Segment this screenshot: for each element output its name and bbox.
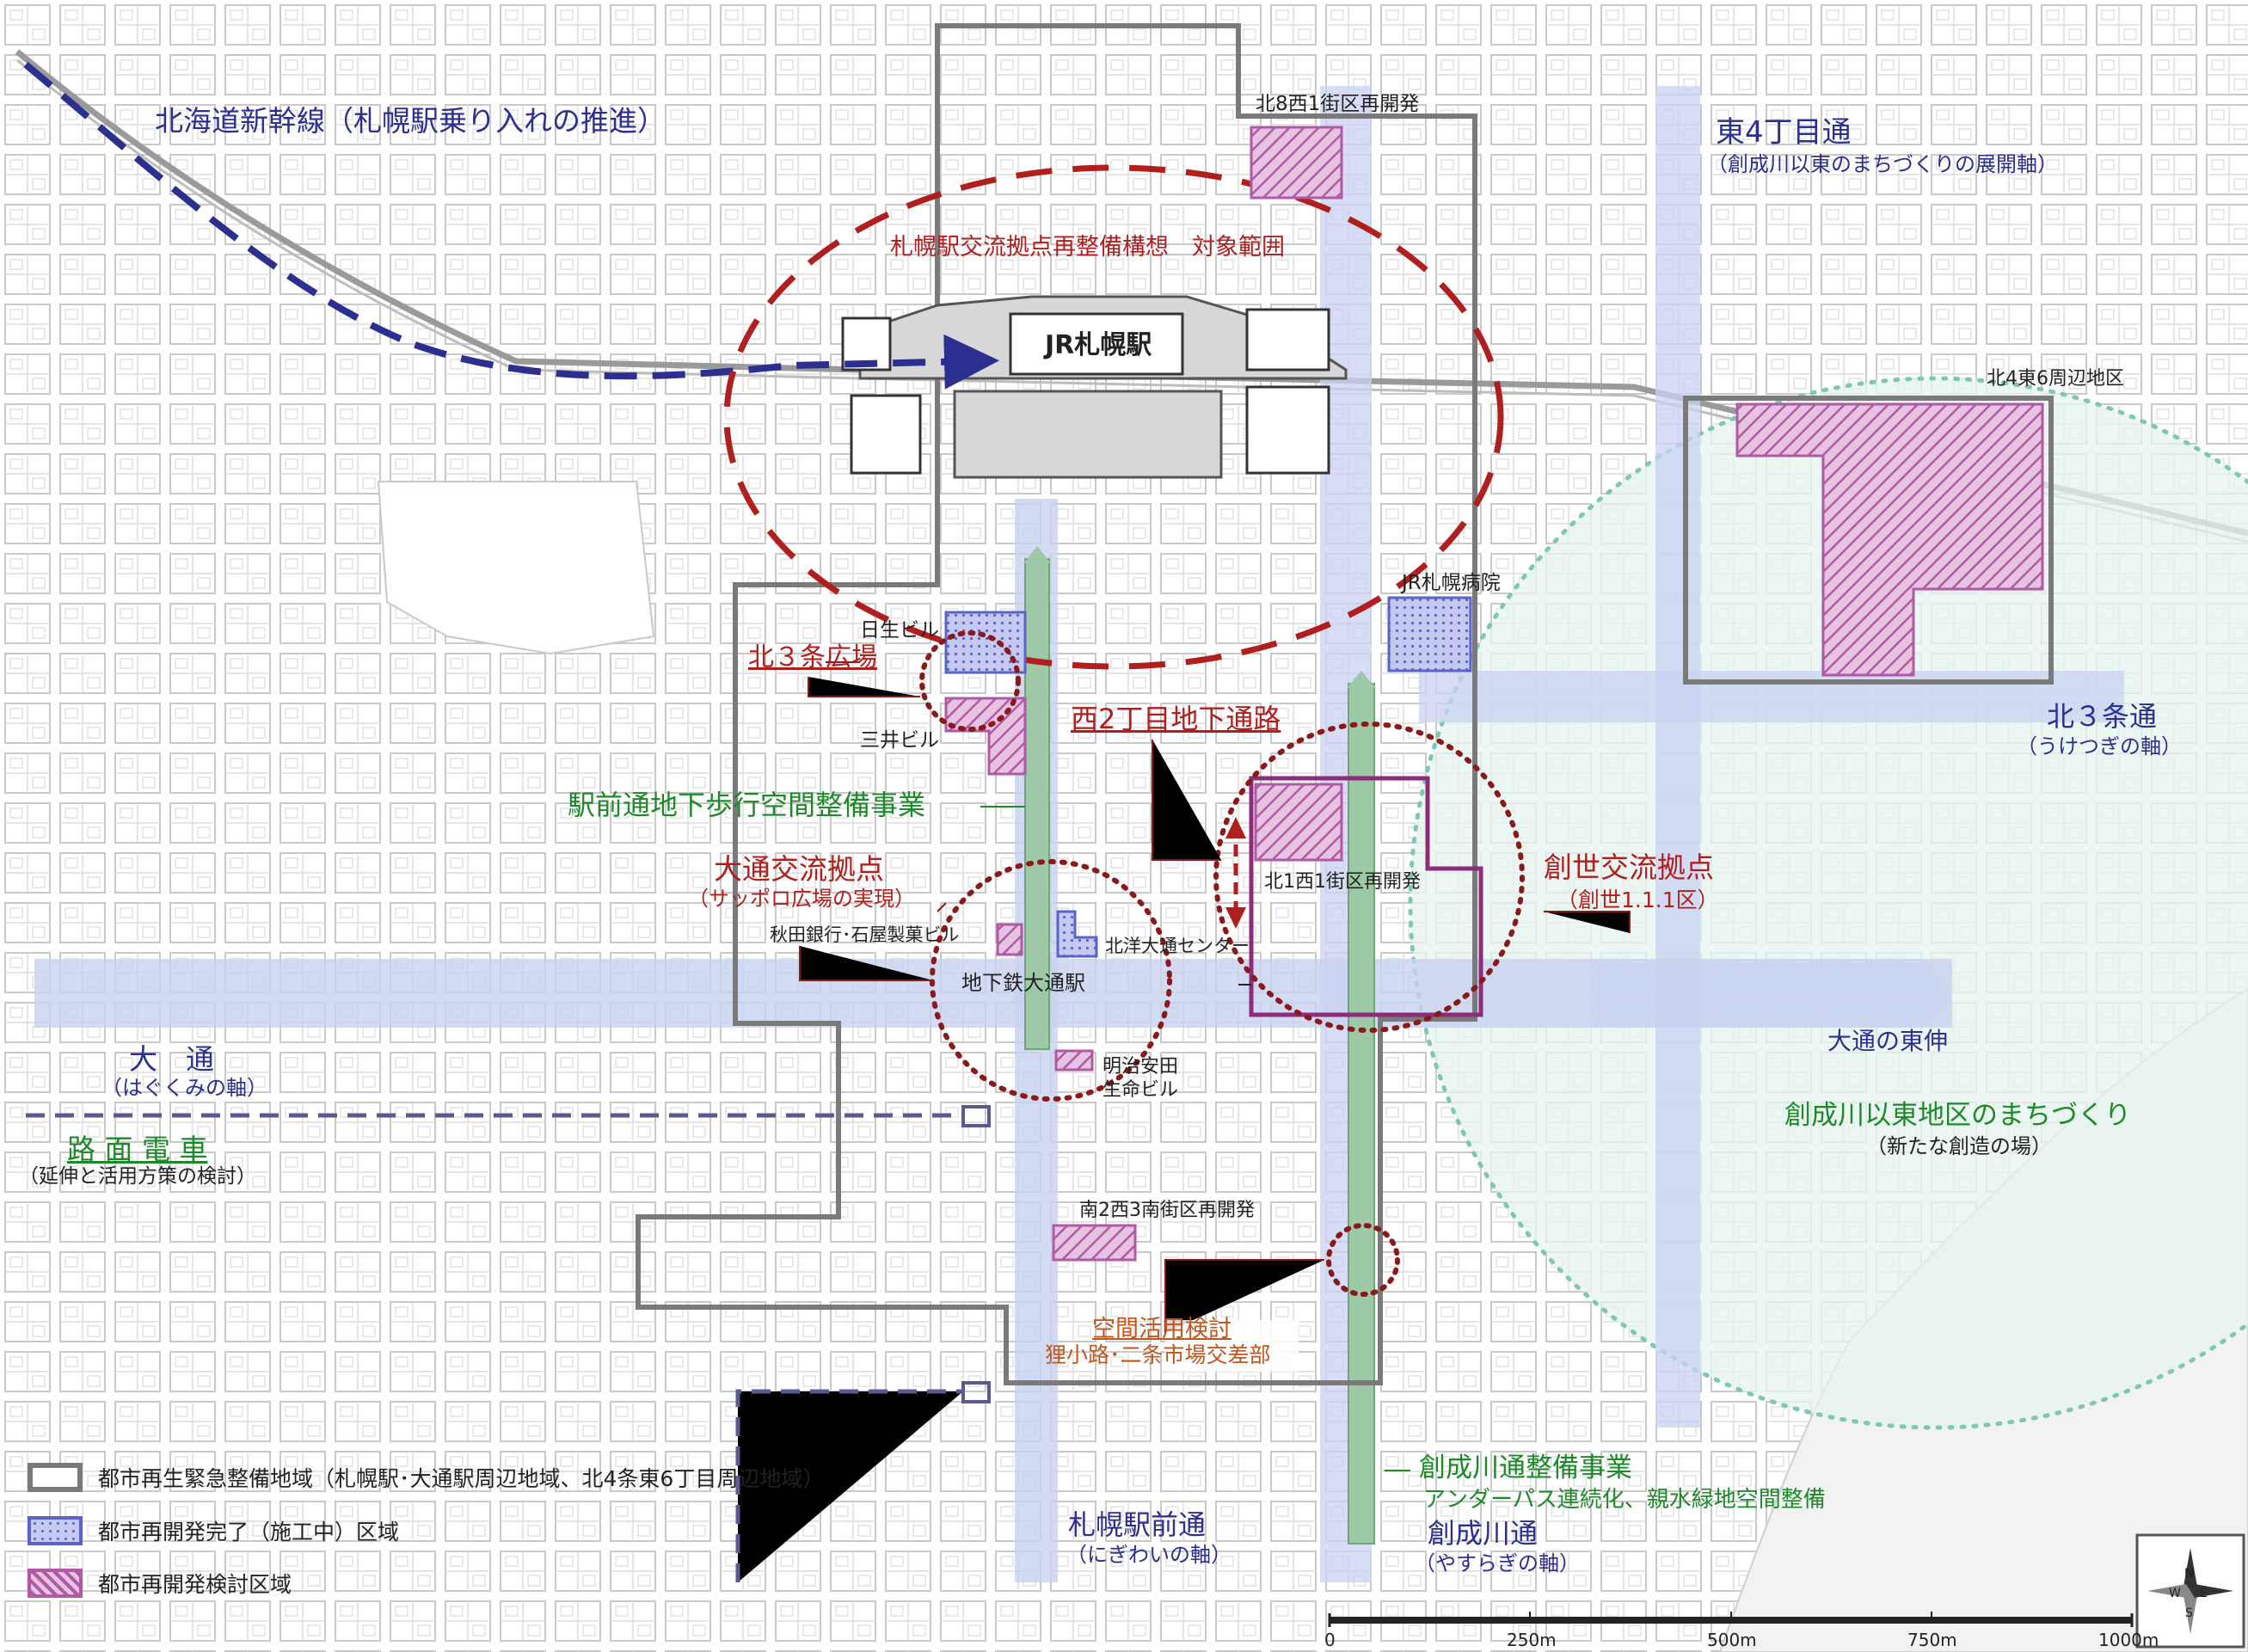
- station-south-complex: [953, 390, 1223, 479]
- akita-building-area: [996, 923, 1023, 956]
- station-scope-label: 札幌駅交流拠点再整備構想 対象範囲: [890, 234, 1285, 261]
- compass-e: E: [2200, 1587, 2208, 1600]
- sosei-hub-sub-label: （創世1.1.1区）: [1557, 887, 1719, 912]
- odori-hub-sub-label: （サッポロ広場の実現）: [688, 887, 915, 911]
- shinkansen-line: [23, 61, 999, 390]
- sosei-street-sub-label: （やすらぎの軸）: [1415, 1551, 1580, 1575]
- ekimae-street-sub-label: （にぎわいの軸）: [1066, 1543, 1231, 1567]
- north8-west1-area: [1250, 126, 1343, 200]
- nissei-label: 日生ビル: [860, 619, 939, 642]
- sosei-hub-circle: [1213, 722, 1525, 1033]
- kita3-street-sub-label: （うけつぎの軸）: [2017, 734, 2182, 758]
- jr-hospital-area: [1387, 596, 1472, 672]
- tram-label: 路 面 電 車: [67, 1133, 208, 1166]
- scale-tick-750: 750m: [1907, 1630, 1957, 1650]
- east-district-zone: [1408, 376, 2248, 1430]
- n1w1-area: [1254, 783, 1343, 862]
- sosei-underpass: [1348, 683, 1375, 1545]
- kita3-plaza-label: 北３条広場: [748, 642, 877, 672]
- nissei-building-area: [944, 611, 1027, 674]
- east4-label: 東4丁目通: [1716, 115, 1852, 150]
- n1w1-label: 北1西1街区再開発: [1264, 871, 1421, 893]
- legend-item-boundary: 都市再生緊急整備地域（札幌駅･大通駅周辺地域、北4条東6丁目周辺地域）: [28, 1462, 824, 1493]
- east-district-label: 創成川以東地区のまちづくり: [1784, 1100, 2131, 1131]
- sosei-street-label: 創成川通: [1428, 1517, 1539, 1550]
- east4-axis-band: [1655, 86, 1700, 1428]
- mitsui-building-area: [944, 697, 1027, 776]
- ekimae-underground-label: 駅前通地下歩行空間整備事業: [568, 789, 926, 821]
- east-district-sub-label: （新たな創造の場）: [1866, 1134, 2052, 1158]
- north4-east6-area: [1735, 402, 2044, 677]
- scale-tick-500: 500m: [1707, 1630, 1757, 1650]
- tram-line-south: [735, 1389, 963, 1582]
- kita3-axis-band: [1419, 671, 2124, 722]
- sosei-project-label: 創成川通整備事業: [1419, 1452, 1632, 1483]
- meiji-label-1: 明治安田: [1103, 1056, 1179, 1078]
- legend-label-completed: 都市再開発完了（施工中）区域: [98, 1520, 400, 1545]
- legend-item-planned: 都市再開発検討区域: [28, 1568, 292, 1599]
- urban-renewal-boundary: [636, 23, 1477, 1385]
- odori-label: 大 通: [129, 1042, 214, 1076]
- nishi2-tunnel-label: 西2丁目地下通路: [1071, 703, 1281, 735]
- legend-item-completed: 都市再開発完了（施工中）区域: [28, 1515, 399, 1546]
- jr-hospital-label: JR札幌病院: [1402, 572, 1501, 594]
- botanic-garden-area: [377, 481, 655, 655]
- sosei-hub-outline: [1249, 776, 1483, 1017]
- north8-label: 北8西1街区再開発: [1256, 93, 1420, 115]
- compass-rose: [2135, 1533, 2245, 1649]
- legend-label-planned: 都市再開発検討区域: [98, 1572, 292, 1597]
- north4east6-label: 北4東6周辺地区: [1987, 368, 2124, 390]
- jr-station-label: JR札幌駅: [1045, 330, 1152, 360]
- scale-tick-1000: 1000m: [2098, 1630, 2159, 1650]
- east4-sub-label: （創成川以東のまちづくりの展開軸）: [1707, 152, 2058, 176]
- akita-label: 秋田銀行･石屋製菓ビル: [770, 924, 960, 945]
- compass-w: W: [2169, 1587, 2181, 1600]
- compass-s: S: [2185, 1606, 2193, 1620]
- s2w3-area: [1052, 1224, 1137, 1262]
- scale-tick-250: 250m: [1507, 1630, 1557, 1650]
- tanuki-label: 狸小路･二条市場交差部: [1045, 1342, 1271, 1367]
- kita3-plaza-circle: [919, 630, 1021, 732]
- tanuki-circle: [1326, 1223, 1400, 1297]
- mitsui-label: 三井ビル: [860, 729, 939, 752]
- shinkansen-label: 北海道新幹線（札幌駅乗り入れの推進）: [155, 104, 666, 138]
- tram-sub-label: （延伸と活用方策の検討）: [19, 1165, 256, 1188]
- odori-station-label: 地下鉄大通駅: [961, 971, 1085, 995]
- legend-swatch-planned: [28, 1569, 83, 1598]
- station-scope-ellipse: [723, 164, 1504, 670]
- north4-east6-boundary: [1683, 396, 2054, 685]
- sosei-project-sub-label: アンダーパス連続化、親水緑地空間整備: [1423, 1487, 1826, 1513]
- compass-n: N: [2184, 1567, 2195, 1581]
- railway: [15, 49, 2248, 537]
- legend-label-boundary: 都市再生緊急整備地域（札幌駅･大通駅周辺地域、北4条東6丁目周辺地域）: [98, 1466, 825, 1491]
- odori-east-label: 大通の東伸: [1827, 1027, 1949, 1055]
- ekimae-street-label: 札幌駅前通: [1068, 1508, 1207, 1541]
- odori-hub-label: 大通交流拠点: [714, 852, 884, 886]
- space-use-label: 空間活用検討: [1092, 1316, 1231, 1342]
- legend-swatch-completed: [28, 1516, 83, 1545]
- odori-sub-label: （はぐくみの軸）: [101, 1076, 267, 1100]
- scale-bar: [1328, 1612, 2134, 1627]
- sosei-hub-label: 創世交流拠点: [1544, 851, 1714, 884]
- hokuyo-center-area: [1056, 910, 1098, 958]
- ekimae-underground-corridor: [1024, 558, 1050, 1050]
- hokuyo-label: 北洋大通センター: [1105, 936, 1250, 956]
- meiji-yasuda-area: [1054, 1049, 1094, 1072]
- meiji-label-2: 生命ビル: [1103, 1079, 1179, 1101]
- s2w3-label: 南2西3南街区再開発: [1079, 1200, 1255, 1221]
- scale-tick-0: 0: [1324, 1630, 1336, 1650]
- legend-swatch-boundary: [28, 1463, 83, 1492]
- kita3-street-label: 北３条通: [2047, 700, 2158, 733]
